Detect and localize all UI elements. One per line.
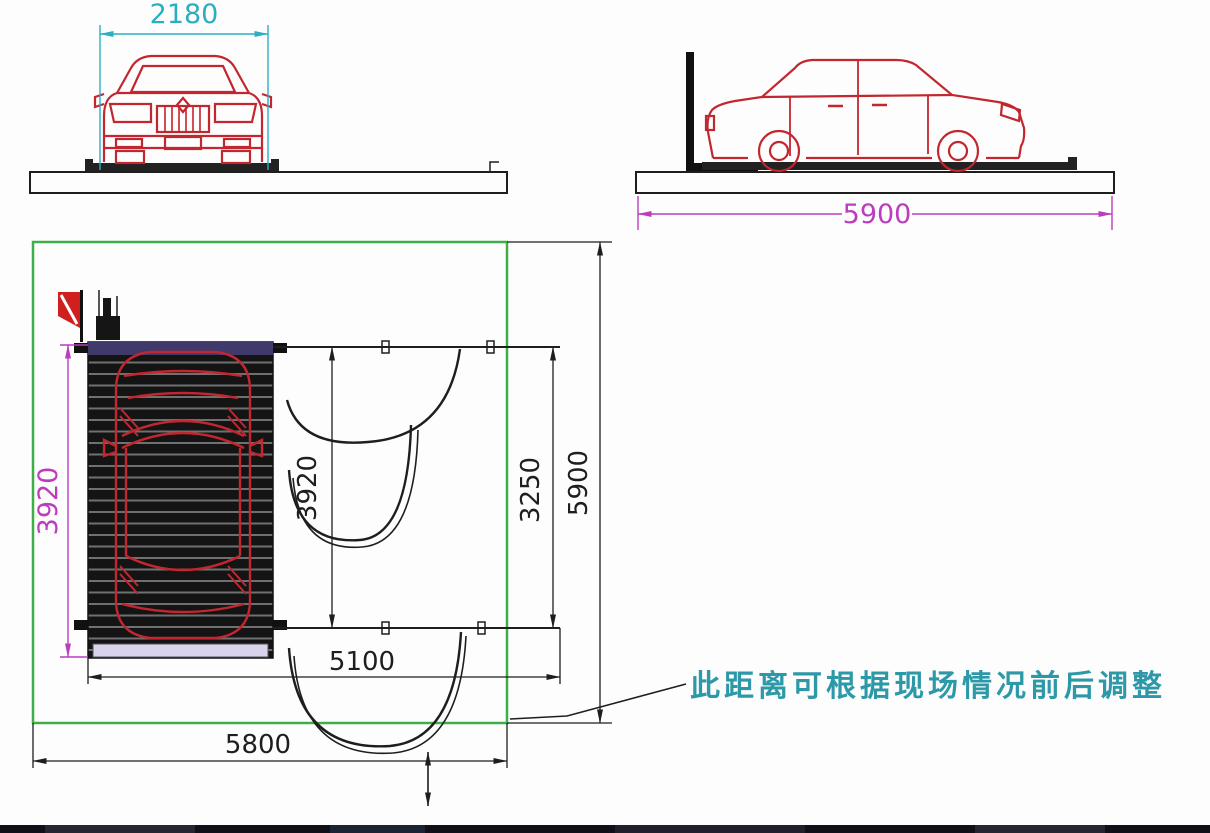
- license-plate: [163, 135, 203, 151]
- dim-3250-label: 3250: [516, 457, 546, 523]
- wheel-hatching: [119, 407, 247, 595]
- mirror-right: [261, 92, 273, 109]
- headlight-right: [213, 102, 258, 124]
- taskbar-segment: [975, 825, 1105, 833]
- pillars-doors: [789, 61, 929, 156]
- fog-light-left: [114, 137, 144, 149]
- car-body: [706, 58, 1026, 159]
- headlight-left: [108, 102, 153, 124]
- taskbar-segment: [615, 825, 805, 833]
- stop-top-1: [381, 340, 390, 354]
- rear-wheel: [757, 129, 801, 173]
- tail-lamp: [704, 114, 716, 132]
- motor-body: [96, 316, 120, 340]
- dimension-2180: 2180: [99, 0, 269, 170]
- rotation-arcs: [285, 348, 467, 755]
- dim-5800-label: 5800: [225, 730, 291, 760]
- taskbar-segment: [330, 825, 425, 833]
- tab-bottom-left: [74, 620, 88, 630]
- motor-lines: [98, 290, 118, 316]
- tab-bottom-right: [273, 620, 287, 630]
- windshield: [129, 64, 237, 94]
- ext-lines: [507, 241, 612, 724]
- annotation: 此距离可根据现场情况前后调整: [509, 669, 1166, 720]
- grille-bars: [164, 107, 201, 131]
- side-platform-bar: [702, 162, 1074, 170]
- platform-end-right: [271, 159, 279, 171]
- rotation-arc-bottom-2: [293, 635, 467, 755]
- side-ground-slab: [635, 171, 1115, 194]
- wall-post: [686, 52, 694, 170]
- rotation-arc-bottom: [287, 631, 463, 748]
- drive-unit: [96, 290, 120, 340]
- taskbar-base: [0, 825, 1210, 833]
- flag-pole: [80, 290, 83, 342]
- ext-lines: [60, 344, 88, 658]
- turntable-platform: [74, 341, 287, 659]
- mirrors-top: [102, 438, 264, 458]
- red-flag-marker: [58, 290, 83, 342]
- rear-window-top: [125, 554, 241, 572]
- dim-3920-inner-label: 3920: [293, 455, 323, 521]
- entry-ramp: [92, 643, 269, 658]
- rotation-arc-middle: [287, 424, 413, 542]
- annotation-leader-line: [509, 683, 687, 720]
- front-view: 2180: [29, 0, 508, 194]
- dim-5900-plan-label: 5900: [564, 450, 594, 516]
- side-car-outline: [704, 58, 1026, 173]
- plan-view: 3920 3920 3250 5900 5100 5800: [31, 240, 612, 807]
- dim-5900-side-label: 5900: [843, 199, 912, 230]
- platform-header: [88, 342, 273, 355]
- site-boundary: [31, 240, 509, 725]
- dim-5100-label: 5100: [329, 647, 395, 677]
- plan-car-outline: [102, 350, 264, 640]
- car-body-top: [114, 350, 252, 640]
- motor-shaft: [103, 298, 111, 318]
- dim-2180-label: 2180: [150, 0, 219, 30]
- beltline: [761, 93, 953, 99]
- taskbar-sliver: [0, 825, 1210, 833]
- stop-bottom-2: [477, 621, 486, 635]
- trunk-line: [121, 602, 245, 614]
- reference-lines: [273, 340, 560, 635]
- platform-end-left: [85, 159, 93, 171]
- front-platform-bar: [90, 163, 274, 171]
- dimension-5800: 5800: [32, 723, 508, 768]
- roof-rails: [124, 448, 242, 556]
- front-ground-slab: [29, 171, 508, 194]
- annotation-note: 此距离可根据现场情况前后调整: [690, 669, 1166, 704]
- dimension-5900-side: 5900: [637, 196, 1113, 230]
- rotation-arc-top: [285, 348, 462, 444]
- front-car-outline: [93, 54, 273, 165]
- hood-lines: [123, 369, 243, 400]
- rear-hub: [768, 140, 790, 162]
- platform-lip: [1068, 157, 1077, 170]
- dimension-5900-plan: 5900: [507, 241, 612, 724]
- dimension-3250: 3250: [516, 346, 556, 629]
- stop-bottom-1: [381, 621, 390, 635]
- dimension-3920-left: 3920: [33, 344, 88, 658]
- headlamp: [999, 102, 1022, 123]
- fog-light-right: [222, 137, 252, 149]
- emblem: [175, 96, 191, 114]
- windshield-top: [121, 419, 245, 450]
- side-view: 5900: [635, 52, 1115, 230]
- dimension-3920-inner: 3920: [293, 346, 335, 629]
- dimension-5100: 5100: [87, 628, 561, 684]
- wheel-left: [114, 149, 146, 165]
- rotation-arc-middle-2: [292, 429, 419, 549]
- stop-top-2: [486, 340, 495, 354]
- front-hub: [947, 140, 969, 162]
- flag-stripe: [59, 294, 79, 325]
- door-handles: [828, 103, 887, 108]
- dim-3920-left-label: 3920: [33, 467, 64, 536]
- grille: [155, 104, 211, 134]
- taskbar-segment: [45, 825, 195, 833]
- slab-edge-hook: [489, 161, 499, 172]
- tab-top-left: [74, 343, 88, 353]
- front-wheel: [936, 129, 980, 173]
- wheel-right: [220, 149, 252, 165]
- car-body: [102, 54, 264, 162]
